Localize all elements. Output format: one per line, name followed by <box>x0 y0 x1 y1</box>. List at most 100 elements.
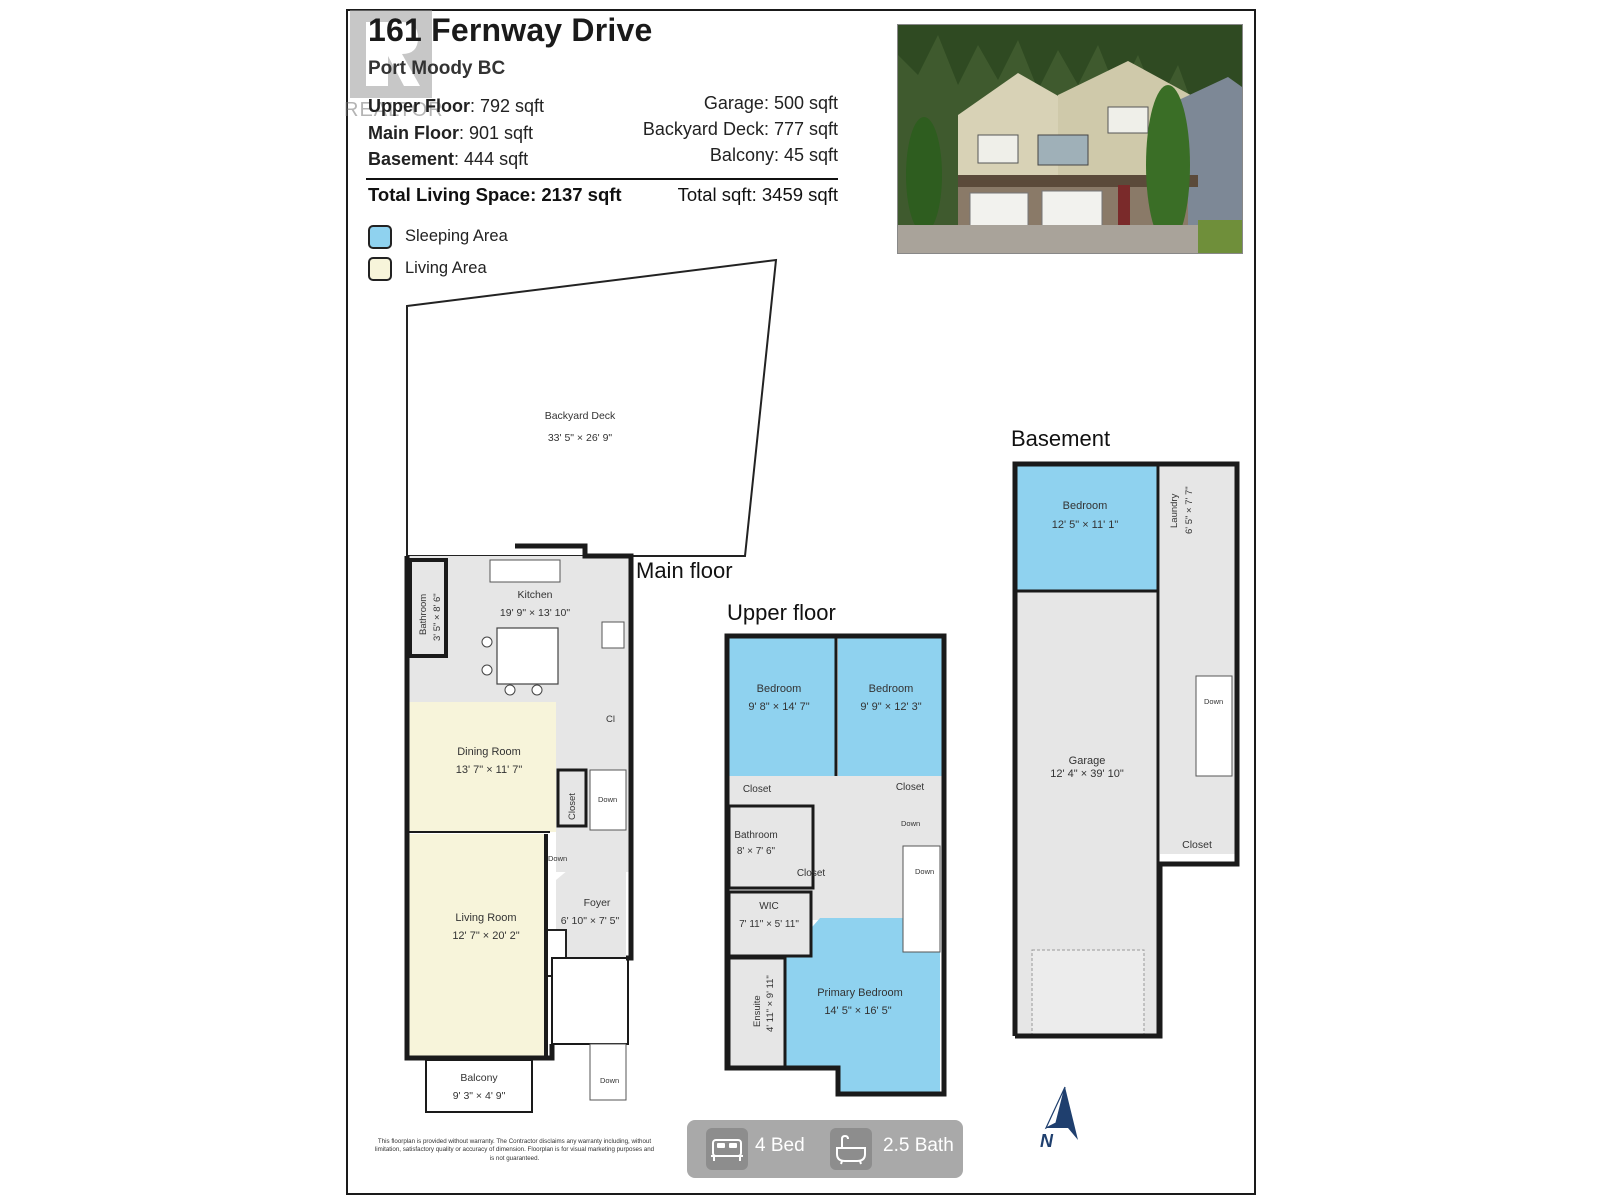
down-label: Down <box>548 854 567 863</box>
balcony <box>425 1059 533 1113</box>
up-bed1-dim: 9' 8" × 14' 7" <box>748 701 809 713</box>
primary-dim: 14' 5" × 16' 5" <box>824 1005 891 1017</box>
north-arrow-icon <box>1044 1086 1078 1140</box>
down-label: Down <box>598 795 617 804</box>
up-bath-name: Bathroom <box>734 830 777 841</box>
stool <box>481 664 493 676</box>
stat-basement: Basement: 444 sqft <box>368 149 528 170</box>
realtor-watermark: REALTOR <box>344 8 443 121</box>
wic-dim: 7' 11" × 5' 11" <box>739 919 799 930</box>
dining-name: Dining Room <box>457 746 521 758</box>
stat-balcony: Balcony: 45 sqft <box>709 145 838 165</box>
stat-label: Upper Floor <box>368 96 470 116</box>
down-label: Down <box>1204 697 1223 706</box>
stat-backyard-deck: Backyard Deck: 777 sqft <box>642 119 838 139</box>
upper-stairs <box>902 845 941 953</box>
up-closet-label: Closet <box>743 784 772 795</box>
dining-dim: 13' 7" × 11' 7" <box>456 764 523 776</box>
upper-exterior-wall <box>724 633 947 1097</box>
basement-bedroom <box>1017 466 1157 590</box>
kitchen-name: Kitchen <box>517 589 552 601</box>
realtor-wordmark: REALTOR <box>344 99 444 121</box>
bath-icon <box>830 1128 872 1170</box>
laundry-name: Laundry <box>1169 493 1180 528</box>
basement-stairs <box>1195 675 1233 777</box>
disclaimer-text: This floorplan is provided without warra… <box>374 1138 655 1162</box>
stat-upper-floor: Upper Floor: 792 sqft <box>368 96 544 117</box>
upper-floor-label: Upper floor <box>727 600 836 625</box>
basement-exterior-wall <box>1012 461 1240 1039</box>
legend-label-sleeping: Sleeping Area <box>405 227 508 245</box>
bed-count: 4 Bed <box>755 1135 805 1156</box>
legend-swatch-sleeping <box>368 225 392 249</box>
main-exterior-wall <box>404 556 555 1061</box>
stat-garage: Garage: 500 sqft <box>703 93 838 113</box>
living-name: Living Room <box>455 912 516 924</box>
basement-plan: Bedroom 12' 5" × 11' 1" Laundry 6' 5" × … <box>1012 461 1240 1039</box>
property-city: Port Moody BC <box>368 58 506 79</box>
upper-bedroom-1 <box>729 638 835 776</box>
bed-icon <box>706 1128 748 1170</box>
living-room <box>409 834 546 1056</box>
kitchen-island <box>496 627 559 685</box>
legend-swatch-living <box>368 257 392 281</box>
up-bed2-dim: 9' 9" × 12' 3" <box>860 701 921 713</box>
balcony-dim: 9' 3" × 4' 9" <box>453 1090 506 1102</box>
up-bath-dim: 8' × 7' 6" <box>737 846 776 857</box>
house-photo <box>897 24 1243 254</box>
legend-label-living: Living Area <box>405 259 487 277</box>
main-closet <box>556 768 588 828</box>
kitchen-dim: 19' 9" × 13' 10" <box>500 607 570 619</box>
main-stairs <box>589 769 627 831</box>
main-cl-label: Cl <box>606 714 615 725</box>
foyer-name: Foyer <box>584 897 611 909</box>
stool <box>531 684 543 696</box>
total-sqft: Total sqft: 3459 sqft <box>677 184 838 205</box>
kitchen-counter <box>489 559 561 583</box>
garage-dim: 12' 4" × 39' 10" <box>1050 768 1124 780</box>
main-closet-label: Closet <box>567 793 578 820</box>
up-bed2-name: Bedroom <box>869 683 914 695</box>
main-floor-label: Main floor <box>636 558 733 583</box>
down-label: Down <box>600 1076 619 1085</box>
stat-value: : 444 sqft <box>454 149 529 169</box>
property-address: 161 Fernway Drive <box>368 12 653 48</box>
stat-label: Basement <box>368 149 455 169</box>
ensuite <box>727 956 787 1070</box>
stat-value: : 792 sqft <box>470 96 545 116</box>
down-label: Down <box>915 867 934 876</box>
total-living-space: Total Living Space: 2137 sqft <box>368 184 622 205</box>
kitchen-range <box>601 621 625 649</box>
up-closet-label: Closet <box>896 782 925 793</box>
deck-name: Backyard Deck <box>545 410 616 422</box>
primary-name: Primary Bedroom <box>817 987 903 999</box>
down-label: Down <box>901 819 920 828</box>
upper-bedroom-2 <box>838 638 942 776</box>
ensuite-name: Ensuite <box>752 995 763 1027</box>
stats-divider <box>366 178 838 180</box>
foyer <box>556 870 626 958</box>
entry-stairs <box>589 1043 627 1101</box>
realtor-logo <box>350 10 432 98</box>
garage-door <box>1031 949 1145 1037</box>
compass-north-label: N <box>1040 1131 1053 1151</box>
basement-hall <box>1160 466 1235 854</box>
bath-count: 2.5 Bath <box>883 1135 954 1156</box>
main-floor-plan: Backyard Deck 33' 5" × 26' 9" Kitchen 19… <box>404 258 778 1113</box>
entry-landing <box>551 957 629 1045</box>
stat-label: Main Floor <box>368 123 459 143</box>
backyard-deck <box>406 258 778 557</box>
base-bed-name: Bedroom <box>1063 500 1108 512</box>
main-bath-dim: 3' 5" × 8' 6" <box>432 593 443 641</box>
up-closet-label: Closet <box>797 868 826 879</box>
main-exterior-wall-right <box>515 543 634 961</box>
upper-floor-plan: Bedroom 9' 8" × 14' 7" Bedroom 9' 9" × 1… <box>724 633 947 1097</box>
stat-main-floor: Main Floor: 901 sqft <box>368 123 533 144</box>
bed-bath-badge: 4 Bed 2.5 Bath <box>687 1120 963 1178</box>
laundry-dim: 6' 5" × 7' 7" <box>1184 486 1195 534</box>
balcony-name: Balcony <box>460 1072 498 1084</box>
main-bath-label: Bathroom <box>418 594 429 635</box>
dining-room <box>409 702 556 832</box>
primary-bedroom <box>785 918 940 1092</box>
